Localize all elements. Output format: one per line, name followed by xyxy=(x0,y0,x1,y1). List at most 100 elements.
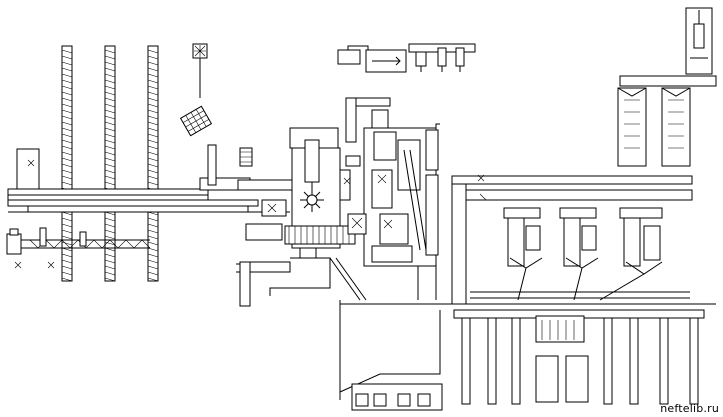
central-plant xyxy=(245,97,440,267)
rack-rung xyxy=(147,145,159,150)
rack-rung xyxy=(104,151,116,156)
rack-rung xyxy=(61,253,73,258)
rack-rung xyxy=(104,235,116,240)
rack-rung xyxy=(104,121,116,126)
rack-rung xyxy=(104,49,116,54)
rack-rung xyxy=(61,97,73,102)
rack-rung xyxy=(61,49,73,54)
rack-rung xyxy=(61,217,73,222)
rack-rung xyxy=(61,61,73,66)
rack-rung xyxy=(104,163,116,168)
rack-rung xyxy=(61,85,73,90)
rack-rung xyxy=(147,97,159,102)
rack-rung xyxy=(61,115,73,120)
rack-rung xyxy=(61,121,73,126)
rack-rung xyxy=(61,151,73,156)
rack-rung xyxy=(61,103,73,108)
rack-rung xyxy=(61,133,73,138)
right-header xyxy=(451,174,693,305)
rack-rung xyxy=(61,241,73,246)
rack-rung xyxy=(147,55,159,60)
rack-rung xyxy=(147,127,159,132)
rack-rung xyxy=(61,139,73,144)
rack-rung xyxy=(147,253,159,258)
bottom-enclosure xyxy=(339,300,716,411)
rack-rung xyxy=(104,265,116,270)
rack-rung xyxy=(104,61,116,66)
rack-rung xyxy=(104,145,116,150)
crane-truss xyxy=(6,227,151,269)
rack-rung xyxy=(147,133,159,138)
rack-rung xyxy=(104,73,116,78)
rack-rung xyxy=(61,169,73,174)
rack-rung xyxy=(61,73,73,78)
rack-rung xyxy=(104,271,116,276)
rack-rung xyxy=(104,229,116,234)
rack-rung xyxy=(104,169,116,174)
rack-rung xyxy=(147,109,159,114)
rack-rung xyxy=(61,277,73,282)
rack-rung xyxy=(104,67,116,72)
rack-rung xyxy=(147,121,159,126)
rack-rung xyxy=(147,181,159,186)
rack-rung xyxy=(104,157,116,162)
rack-rung xyxy=(61,271,73,276)
rack-rung xyxy=(147,229,159,234)
rack-rung xyxy=(147,67,159,72)
tray-leg xyxy=(487,317,497,405)
left-rack-group xyxy=(61,45,159,282)
rack-rung xyxy=(104,241,116,246)
rack-rung xyxy=(147,271,159,276)
rack-rung xyxy=(147,79,159,84)
rack-rung xyxy=(104,85,116,90)
rack-rung xyxy=(61,79,73,84)
rack-rung xyxy=(61,157,73,162)
tray-leg xyxy=(461,317,471,405)
rack-rung xyxy=(104,103,116,108)
rack-rung xyxy=(61,223,73,228)
rack-rung xyxy=(147,223,159,228)
rack-rung xyxy=(147,241,159,246)
rack-rung xyxy=(104,79,116,84)
rack-rung xyxy=(61,163,73,168)
rack-rung xyxy=(104,277,116,282)
process-units xyxy=(470,207,690,301)
rack-rung xyxy=(147,49,159,54)
rack-rung xyxy=(61,259,73,264)
rack-rung xyxy=(147,115,159,120)
rack-rung xyxy=(104,55,116,60)
rack-rung xyxy=(147,217,159,222)
rack-rung xyxy=(147,259,159,264)
rack-rung xyxy=(104,109,116,114)
rack-rung xyxy=(147,157,159,162)
rack-rung xyxy=(61,229,73,234)
rack-rung xyxy=(104,217,116,222)
main-conveyor xyxy=(7,144,297,213)
rack-rung xyxy=(147,73,159,78)
rack-rung xyxy=(104,253,116,258)
rack-rung xyxy=(147,85,159,90)
rack-rung xyxy=(104,91,116,96)
rack-rung xyxy=(104,127,116,132)
rack-rung xyxy=(61,235,73,240)
rack-rung xyxy=(104,175,116,180)
rack-rung xyxy=(147,61,159,66)
pipe-runs xyxy=(236,248,437,307)
rack-rung xyxy=(147,139,159,144)
rack-rung xyxy=(147,175,159,180)
tray-leg xyxy=(689,317,699,405)
watermark-label: neftelib.ru xyxy=(660,402,719,415)
lattice-block xyxy=(179,105,213,137)
tray-leg xyxy=(629,317,639,405)
sign-post xyxy=(192,43,208,98)
tray-leg xyxy=(511,317,521,405)
rack-rung xyxy=(61,67,73,72)
rack-rung xyxy=(147,91,159,96)
rack-rung xyxy=(147,277,159,282)
rack-rung xyxy=(147,151,159,156)
rack-rung xyxy=(104,97,116,102)
rack-rung xyxy=(104,139,116,144)
rack-rung xyxy=(61,127,73,132)
